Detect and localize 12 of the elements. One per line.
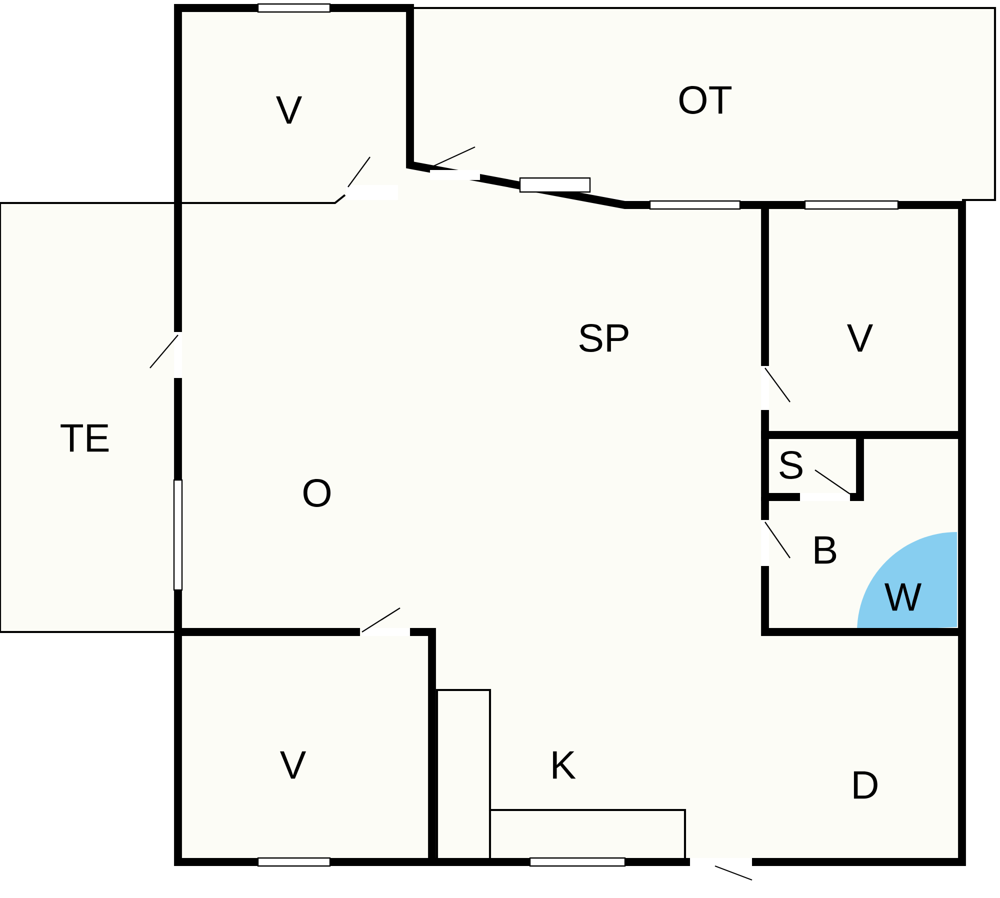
room-label: SP: [579, 324, 628, 352]
room-label: D: [854, 771, 878, 799]
room-label: TE: [60, 424, 109, 452]
room-label: O: [304, 479, 330, 507]
room-label: V: [847, 324, 874, 352]
room-label: S: [780, 451, 802, 479]
room-label: K: [553, 751, 576, 779]
room-label: OT: [679, 86, 732, 114]
room-label: V: [280, 751, 306, 779]
room-label: B: [815, 536, 836, 564]
room-label: V: [276, 96, 302, 124]
room-label: W: [884, 583, 922, 611]
